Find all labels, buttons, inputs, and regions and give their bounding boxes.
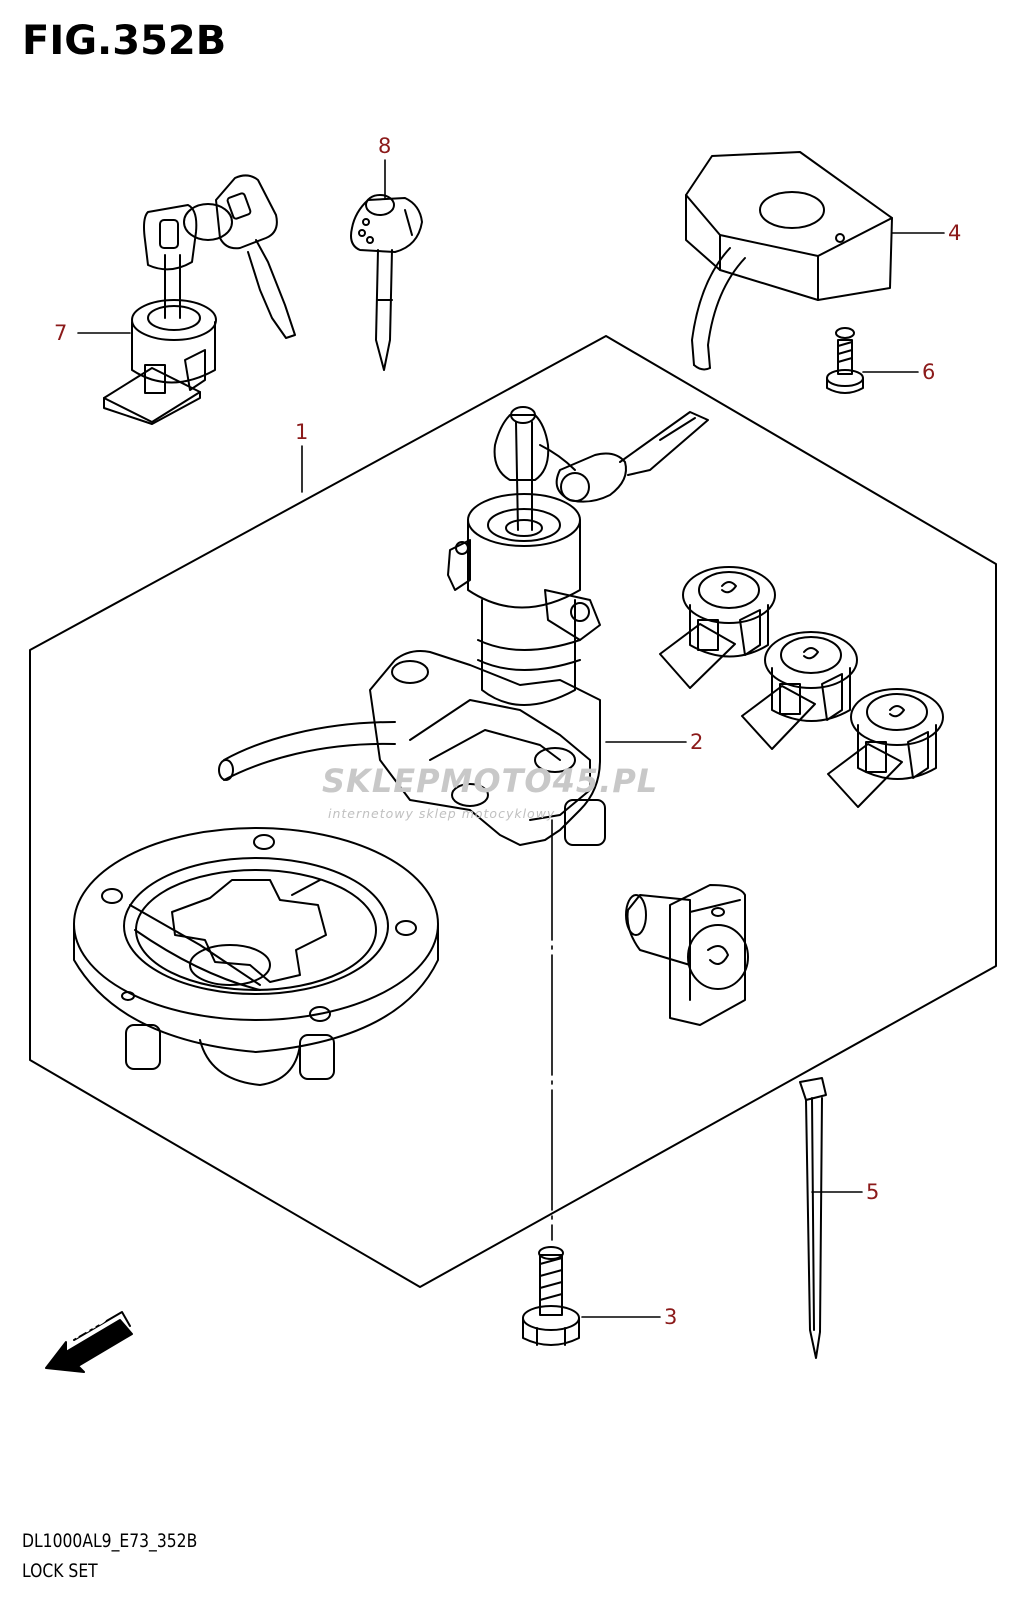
figure-title: FIG.352B xyxy=(22,18,227,64)
callout-3[interactable]: 3 xyxy=(664,1305,678,1329)
callout-5[interactable]: 5 xyxy=(866,1180,880,1204)
watermark-tagline: internetowy sklep motocyklowy xyxy=(328,806,556,821)
fwd-arrow-icon xyxy=(45,1311,133,1373)
seat-lock-with-keys xyxy=(103,174,296,425)
lock-cylinder-a xyxy=(659,566,776,689)
cap-cover xyxy=(685,151,893,371)
ignition-switch xyxy=(218,406,709,846)
watermark-brand: SKLEPMOTO45.PL xyxy=(322,762,659,800)
figure-code: DL1000AL9_E73_352B xyxy=(22,1530,198,1552)
lock-cylinder-c xyxy=(827,688,944,808)
bolt-small xyxy=(826,327,864,394)
callout-1[interactable]: 1 xyxy=(295,420,309,444)
cable-tie xyxy=(799,1077,827,1359)
bolt-large xyxy=(522,1246,580,1346)
callout-6[interactable]: 6 xyxy=(922,360,936,384)
lock-set-boundary xyxy=(29,335,997,1288)
lock-cylinder-b xyxy=(741,631,858,750)
callout-7[interactable]: 7 xyxy=(54,321,68,345)
callout-8[interactable]: 8 xyxy=(378,134,392,158)
callout-2[interactable]: 2 xyxy=(690,730,704,754)
side-cover-lock xyxy=(625,884,749,1026)
figure-name: LOCK SET xyxy=(22,1560,98,1582)
callout-4[interactable]: 4 xyxy=(948,221,962,245)
key-blank xyxy=(350,194,423,371)
fuel-tank-cap xyxy=(73,827,439,1086)
